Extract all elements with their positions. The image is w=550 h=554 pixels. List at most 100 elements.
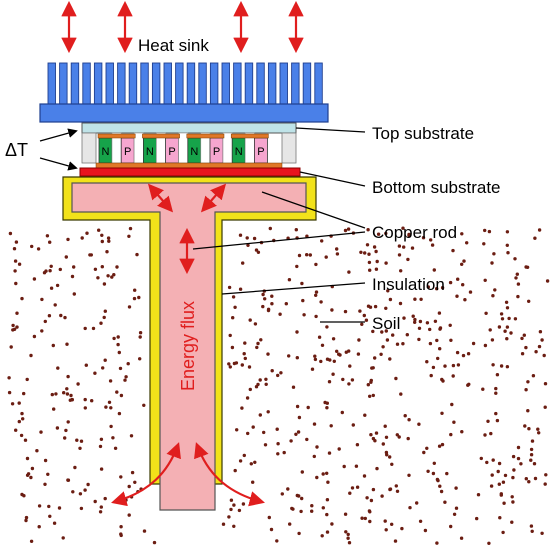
soil-particle (366, 383, 370, 387)
soil-particle (300, 496, 304, 501)
soil-particle (130, 470, 135, 475)
soil-particle (368, 268, 372, 272)
soil-particle (254, 385, 259, 389)
soil-particle (418, 519, 423, 523)
soil-particle (347, 541, 352, 545)
soil-particle (50, 392, 54, 397)
soil-particle (65, 392, 70, 396)
soil-particle (395, 489, 400, 493)
soil-particle (359, 250, 363, 254)
soil-particle (348, 491, 352, 495)
heat-sink-fin (128, 62, 138, 106)
soil-particle (497, 461, 502, 466)
heat-sink-fin (267, 62, 277, 106)
soil-particle (243, 341, 247, 345)
soil-particle (511, 500, 515, 504)
soil-particle (29, 353, 33, 358)
soil-particle (374, 249, 378, 254)
soil-particle (529, 458, 533, 462)
soil-particle (384, 261, 388, 265)
soil-particle (355, 485, 360, 489)
soil-particle (312, 454, 316, 459)
soil-particle (384, 450, 389, 455)
soil-particle (399, 392, 403, 396)
soil-particle (25, 377, 29, 382)
soil-particle (319, 300, 323, 304)
soil-particle (373, 304, 378, 309)
soil-particle (229, 507, 233, 512)
soil-particle (247, 365, 252, 369)
soil-particle (25, 473, 30, 477)
soil-particle (22, 494, 26, 498)
soil-particle (524, 388, 528, 392)
soil-particle (542, 353, 546, 358)
soil-particle (291, 385, 296, 389)
heat-sink-fin (209, 62, 219, 106)
soil-particle (56, 366, 60, 370)
soil-particle (435, 338, 439, 343)
soil-particle (522, 333, 526, 337)
soil-particle (532, 462, 537, 466)
soil-particle (491, 363, 495, 367)
soil-particle (500, 317, 505, 321)
soil-particle (331, 372, 335, 376)
leader-insulation (221, 282, 366, 295)
soil-particle (511, 454, 516, 459)
soil-particle (357, 338, 361, 342)
soil-particle (306, 405, 310, 410)
soil-particle (117, 350, 122, 355)
leader-bottom-substrate (299, 171, 366, 187)
soil-particle (418, 319, 423, 324)
soil-particle (279, 371, 283, 375)
label-copper-rod: Copper rod (372, 223, 457, 242)
soil-particle (29, 475, 33, 480)
soil-particle (238, 287, 243, 291)
soil-particle (99, 321, 103, 325)
soil-particle (428, 327, 432, 332)
soil-particle (524, 477, 528, 481)
soil-particle (426, 469, 430, 473)
soil-particle (403, 414, 407, 418)
delta-t-arrow-top (39, 128, 78, 142)
te-leg-label: P (168, 146, 175, 158)
soil-particle (516, 445, 521, 450)
soil-particle (321, 506, 325, 510)
soil-particle (320, 343, 325, 347)
soil-particle (242, 352, 246, 356)
soil-particle (227, 515, 231, 519)
soil-particle (481, 387, 485, 391)
soil-particle (221, 522, 226, 526)
soil-particle (310, 509, 314, 513)
soil-particle (451, 248, 455, 253)
soil-particle (97, 228, 101, 232)
soil-particle (251, 425, 255, 429)
soil-particle (544, 473, 548, 477)
heat-sink-fins (47, 62, 323, 106)
soil-particle (13, 269, 17, 273)
soil-particle (264, 377, 268, 381)
soil-particle (495, 373, 500, 377)
soil-particle (531, 374, 536, 378)
soil-particle (505, 243, 509, 247)
soil-particle (47, 504, 51, 509)
soil-particle (254, 248, 259, 252)
soil-particle (314, 293, 318, 297)
soil-particle (395, 342, 400, 346)
soil-particle (497, 325, 502, 329)
soil-particle (43, 458, 48, 463)
soil-particle (294, 432, 298, 436)
soil-particle (269, 527, 274, 532)
soil-particle (383, 519, 387, 523)
soil-particle (233, 468, 237, 473)
soil-particle (429, 373, 433, 378)
soil-particle (496, 469, 500, 474)
soil-particle (119, 393, 124, 398)
soil-particle (83, 488, 87, 492)
soil-particle (103, 309, 108, 313)
soil-particle (113, 446, 118, 450)
soil-particle (479, 456, 483, 461)
soil-particle (32, 277, 37, 281)
soil-particle (137, 295, 141, 300)
soil-particle (262, 430, 266, 435)
soil-particle (142, 529, 147, 533)
